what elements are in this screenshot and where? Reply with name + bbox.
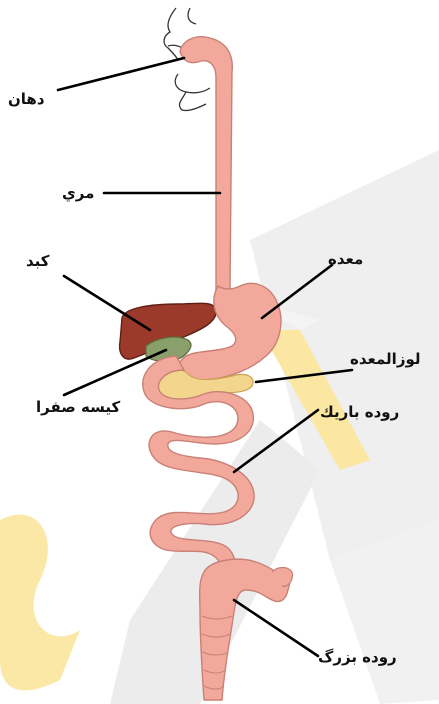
esophagus-shape bbox=[180, 37, 232, 290]
label-pancreas: لوزالمعده bbox=[350, 350, 421, 368]
label-esophagus: مري bbox=[62, 184, 94, 202]
leader-liver bbox=[64, 276, 150, 330]
label-liver: كبد bbox=[26, 252, 50, 270]
label-large-intestine: روده بزرگ bbox=[318, 648, 397, 666]
label-gallbladder: كيسه صفرا bbox=[36, 398, 120, 416]
label-small-intestine: روده باريك bbox=[320, 403, 399, 421]
leader-mouth bbox=[58, 58, 184, 90]
label-mouth: دهان bbox=[8, 90, 45, 108]
leader-large-intestine bbox=[234, 600, 318, 656]
label-stomach: معده bbox=[328, 250, 363, 268]
